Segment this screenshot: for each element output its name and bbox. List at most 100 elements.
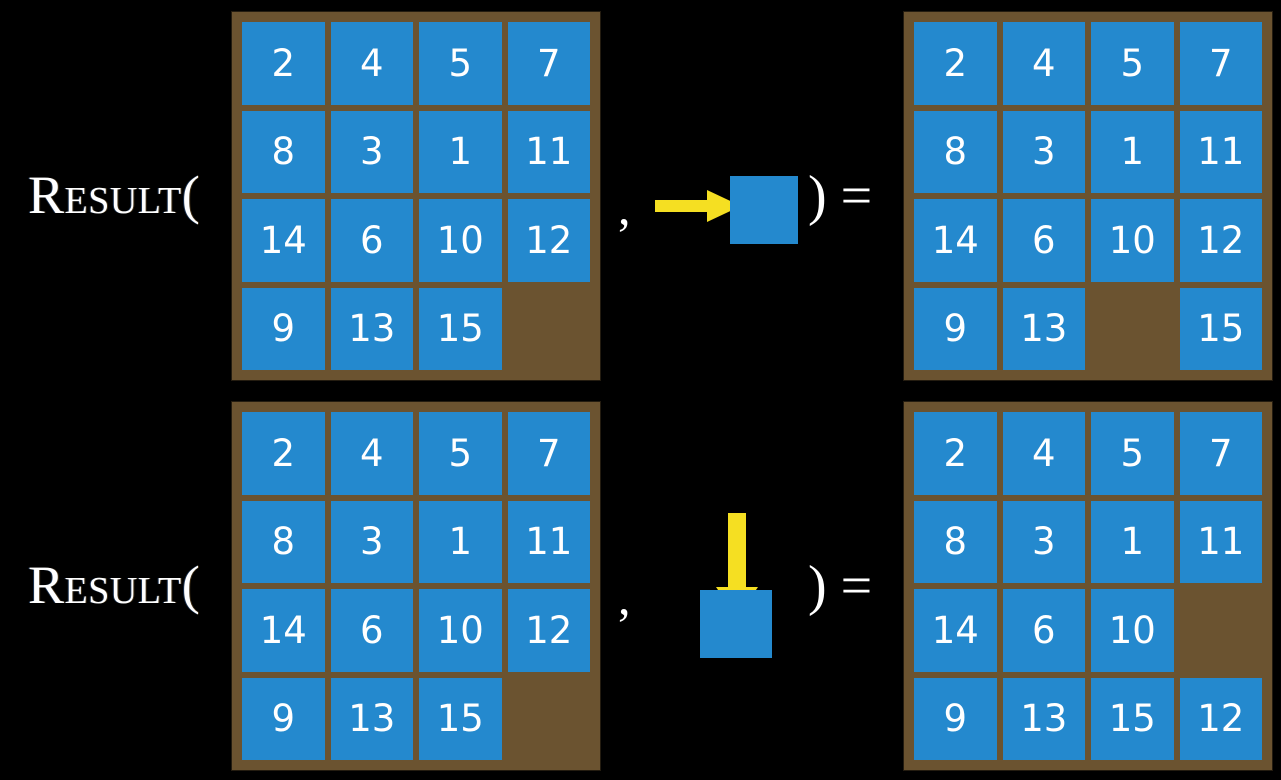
tile-r1c1[interactable]: 3 [1002,110,1085,193]
tile-r0c1[interactable]: 4 [330,22,413,105]
tile-value: 1 [448,520,473,564]
tile-r2c3[interactable]: 12 [507,199,590,282]
tile-r0c0[interactable]: 2 [242,412,325,495]
tile-r3c0[interactable]: 9 [914,677,997,760]
tile-value: 6 [359,608,384,652]
tile-value: 6 [1031,218,1056,262]
tile-r0c3[interactable]: 7 [507,22,590,105]
tile-value: 4 [1031,431,1056,475]
tile-value: 9 [271,697,296,741]
tile-value: 2 [271,41,296,85]
tile-r1c0[interactable]: 8 [914,110,997,193]
tile-r3c0[interactable]: 9 [242,677,325,760]
tile-r1c3[interactable]: 11 [507,110,590,193]
tile-value: 14 [259,218,307,262]
tile-r3c0[interactable]: 9 [914,287,997,370]
tile-r0c1[interactable]: 4 [330,412,413,495]
tile-r0c0[interactable]: 2 [914,412,997,495]
tile-r2c1[interactable]: 6 [330,199,413,282]
tile-r3c1[interactable]: 13 [330,287,413,370]
tile-r0c0[interactable]: 2 [242,22,325,105]
tile-r1c2[interactable]: 1 [1091,110,1174,193]
tile-r0c3[interactable]: 7 [1179,412,1262,495]
tile-r0c2[interactable]: 5 [419,22,502,105]
tile-r3c1[interactable]: 13 [1002,287,1085,370]
tile-r0c1[interactable]: 4 [1002,412,1085,495]
tile-r1c2[interactable]: 1 [1091,500,1174,583]
tile-value: 2 [943,41,968,85]
tile-r2c2[interactable]: 10 [1091,589,1174,672]
tile-value: 4 [359,431,384,475]
tile-r2c0[interactable]: 14 [242,589,325,672]
tile-value: 9 [271,307,296,351]
tile-value: 1 [1120,130,1145,174]
tile-r3c2[interactable]: 15 [419,677,502,760]
tile-value: 8 [271,130,296,174]
tile-r3c3[interactable] [508,678,591,761]
tile-value: 7 [1208,41,1233,85]
tile-r1c1[interactable]: 3 [330,110,413,193]
tile-r3c1[interactable]: 13 [330,677,413,760]
tile-value: 14 [931,218,979,262]
tile-r3c0[interactable]: 9 [242,287,325,370]
tile-r0c0[interactable]: 2 [914,22,997,105]
tile-r3c3[interactable] [508,288,591,371]
tile-value: 4 [359,41,384,85]
blank-tile-icon-top[interactable] [730,176,798,244]
input-board-top: 2 4 5 7 8 3 1 11 14 6 10 12 9 13 15 [232,12,600,380]
tile-r0c2[interactable]: 5 [1091,412,1174,495]
tile-r3c3[interactable]: 12 [1179,677,1262,760]
close-paren-equals-top: ) = [808,165,873,227]
tile-r0c3[interactable]: 7 [1179,22,1262,105]
tile-r0c2[interactable]: 5 [1091,22,1174,105]
tile-value: 8 [943,130,968,174]
tile-value: 10 [436,608,484,652]
tile-r0c1[interactable]: 4 [1002,22,1085,105]
tile-r1c0[interactable]: 8 [242,500,325,583]
tile-value: 11 [1197,130,1245,174]
tile-r2c1[interactable]: 6 [1002,589,1085,672]
tile-r2c2[interactable]: 10 [419,589,502,672]
tile-r2c2[interactable]: 10 [1091,199,1174,282]
tile-value: 10 [436,218,484,262]
tile-r2c3[interactable] [1180,589,1263,672]
tile-r1c0[interactable]: 8 [914,500,997,583]
tile-r2c1[interactable]: 6 [330,589,413,672]
tile-r3c3[interactable]: 15 [1179,287,1262,370]
tile-value: 12 [525,218,573,262]
tile-value: 15 [436,307,484,351]
tile-r2c0[interactable]: 14 [242,199,325,282]
argument-separator-comma-top: , [618,179,631,235]
tile-r3c1[interactable]: 13 [1002,677,1085,760]
tile-value: 3 [359,130,384,174]
tile-r0c3[interactable]: 7 [507,412,590,495]
tile-r1c2[interactable]: 1 [419,110,502,193]
tile-r0c2[interactable]: 5 [419,412,502,495]
tile-r2c2[interactable]: 10 [419,199,502,282]
equation-row-bottom: Result( 2 4 5 7 8 3 1 11 14 6 10 12 9 13… [0,390,1281,780]
tile-r2c0[interactable]: 14 [914,589,997,672]
tile-value: 11 [525,520,573,564]
tile-r2c0[interactable]: 14 [914,199,997,282]
output-board-bottom: 2 4 5 7 8 3 1 11 14 6 10 9 13 15 12 [904,402,1272,770]
tile-r3c2[interactable]: 15 [1091,677,1174,760]
tile-r1c3[interactable]: 11 [1179,500,1262,583]
tile-r2c3[interactable]: 12 [1179,199,1262,282]
tile-r1c1[interactable]: 3 [330,500,413,583]
blank-tile-icon-bottom[interactable] [700,590,772,658]
tile-value: 13 [1020,307,1068,351]
tile-value: 7 [1208,431,1233,475]
tile-r1c3[interactable]: 11 [1179,110,1262,193]
tile-r2c1[interactable]: 6 [1002,199,1085,282]
tile-r1c1[interactable]: 3 [1002,500,1085,583]
puzzle-grid: 2 4 5 7 8 3 1 11 14 6 10 12 9 13 15 [242,22,590,370]
result-function-label-top: Result( [28,165,201,225]
tile-r1c0[interactable]: 8 [242,110,325,193]
tile-r1c3[interactable]: 11 [507,500,590,583]
tile-r1c2[interactable]: 1 [419,500,502,583]
puzzle-grid: 2 4 5 7 8 3 1 11 14 6 10 9 13 15 12 [914,412,1262,760]
tile-r2c3[interactable]: 12 [507,589,590,672]
tile-r3c2[interactable] [1091,288,1174,371]
tile-r3c2[interactable]: 15 [419,287,502,370]
